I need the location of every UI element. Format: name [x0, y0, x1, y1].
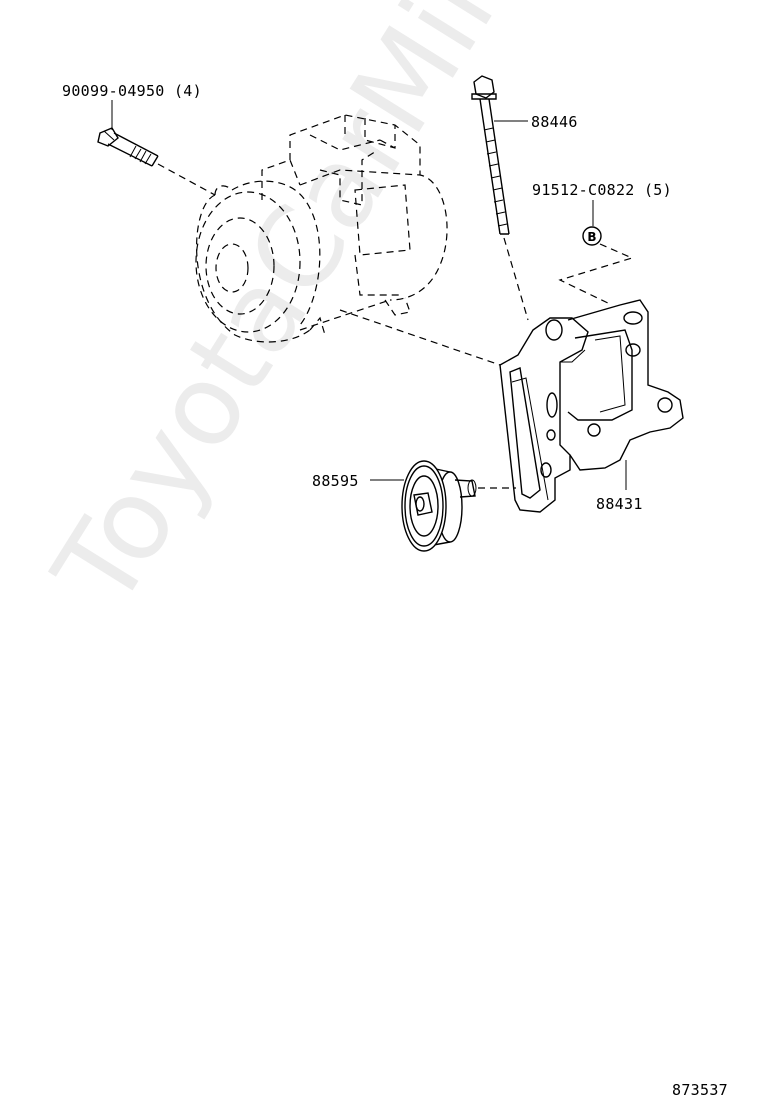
long-bolt[interactable] — [471, 75, 510, 235]
label-idler-pulley: 88595 — [312, 472, 359, 490]
nut-badge[interactable]: B — [582, 226, 602, 246]
short-bolt[interactable] — [97, 127, 159, 167]
label-nut: 91512-C0822 (5) — [532, 181, 672, 199]
ac-compressor[interactable] — [195, 114, 448, 343]
idler-pulley[interactable] — [401, 460, 477, 552]
label-bracket: 88431 — [596, 495, 643, 513]
dash-short-bolt — [157, 163, 216, 196]
dash-nut — [558, 243, 634, 306]
dash-long-bolt — [503, 237, 529, 321]
label-bolt-long: 88446 — [531, 113, 578, 131]
dash-compressor-bracket — [339, 309, 501, 366]
nut-badge-letter: B — [587, 230, 596, 244]
bracket[interactable] — [499, 299, 684, 513]
label-bolt-short: 90099-04950 (4) — [62, 82, 202, 100]
diagram-number: 873537 — [672, 1081, 728, 1099]
